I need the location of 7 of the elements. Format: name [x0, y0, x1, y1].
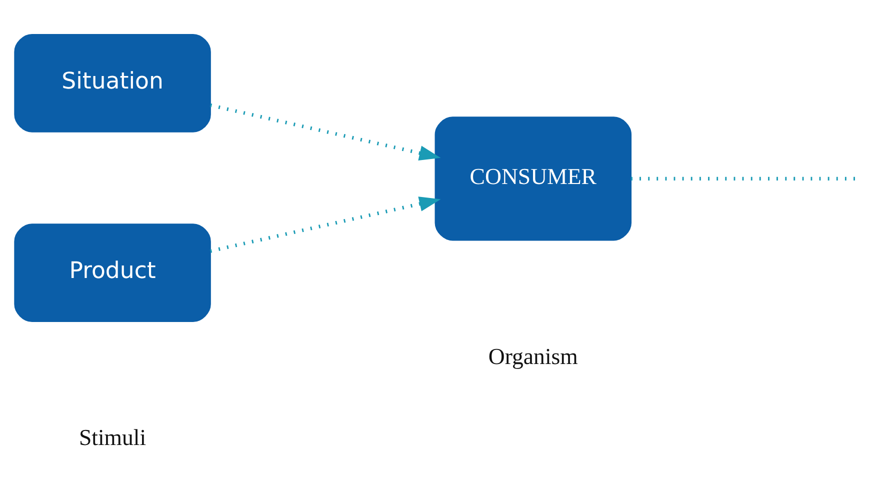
label: Stimuli [78, 424, 146, 450]
arrow [209, 102, 440, 160]
arrow [209, 196, 440, 252]
node-box: Product [14, 223, 210, 322]
node-box: Situation [14, 34, 210, 132]
node-box: CONSUMER [434, 116, 632, 240]
label: Organism [488, 343, 578, 368]
